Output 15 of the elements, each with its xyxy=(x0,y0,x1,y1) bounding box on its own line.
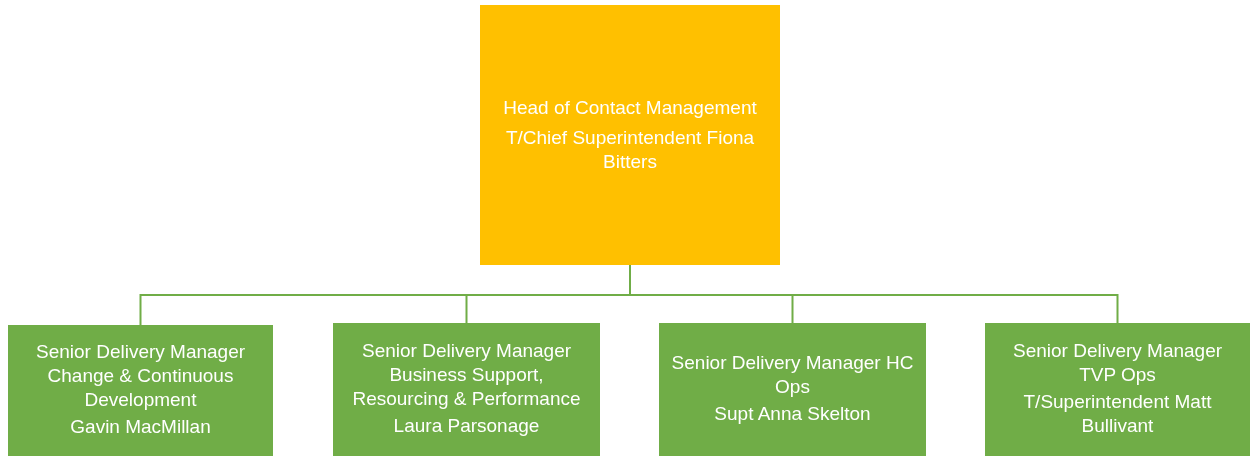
role-box xyxy=(333,323,600,456)
person-name: Gavin MacMillan xyxy=(70,414,211,439)
person-name: Supt Anna Skelton xyxy=(714,401,871,426)
role-box xyxy=(8,325,273,456)
role-title: Senior Delivery Manager TVP Ops xyxy=(1011,338,1224,387)
role-title: Senior Delivery Manager Change & Continuous Development xyxy=(34,339,247,412)
role-box xyxy=(659,323,926,456)
head-role-box xyxy=(480,5,780,265)
person-name: T/Chief Superintendent Fiona Bitters xyxy=(504,126,756,174)
person-name: Laura Parsonage xyxy=(393,413,540,438)
role-title: Senior Delivery Manager Business Support, Resourcing & Performance xyxy=(351,338,582,411)
role-title: Senior Delivery Manager HC Ops xyxy=(670,350,915,399)
role-title: Head of Contact Management xyxy=(503,96,757,120)
role-box xyxy=(985,323,1250,456)
person-name: T/Superintendent Matt Bullivant xyxy=(1022,389,1213,438)
